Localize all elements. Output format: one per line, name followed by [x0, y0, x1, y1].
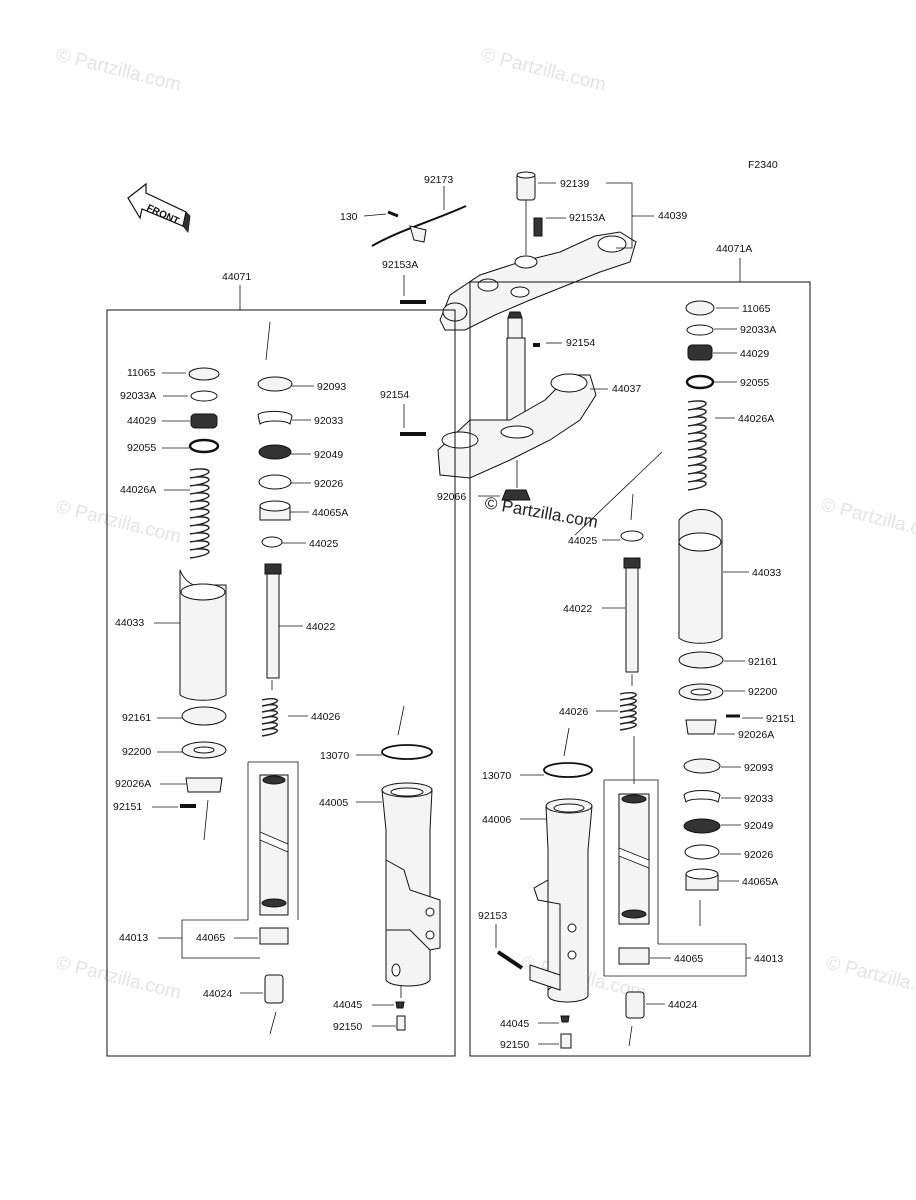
- left-callout-92150: 92150: [333, 1021, 362, 1033]
- right-callout-44013: 44013: [754, 953, 783, 965]
- right-callout-92200: 92200: [748, 686, 777, 698]
- watermark: © Partzilla.com: [54, 496, 183, 547]
- left-callout-44045: 44045: [333, 999, 362, 1011]
- right-callout-44022: 44022: [563, 603, 592, 615]
- right-callout-44029: 44029: [740, 348, 769, 360]
- left-callout-44022: 44022: [306, 621, 335, 633]
- left-callout-92093: 92093: [317, 381, 346, 393]
- right-callout-92033: 92033: [744, 793, 773, 805]
- left-callout-92161: 92161: [122, 712, 151, 724]
- right-callout-92055: 92055: [740, 377, 769, 389]
- watermarks: © Partzilla.com © Partzilla.com © Partzi…: [54, 44, 916, 1003]
- right-callout-11065: 11065: [742, 303, 771, 315]
- callout-92139: 92139: [560, 178, 589, 190]
- left-callout-44033: 44033: [115, 617, 144, 629]
- right-callout-44065: 44065: [674, 953, 703, 965]
- left-callout-44029: 44029: [127, 415, 156, 427]
- left-fork-assembly: 44071: [106, 271, 456, 1057]
- left-callout-44065: 44065: [196, 932, 225, 944]
- watermark: © Partzilla.com: [54, 44, 183, 95]
- right-callout-13070: 13070: [482, 770, 511, 782]
- left-callout-11065: 11065: [127, 367, 156, 379]
- left-callout-44024: 44024: [203, 988, 232, 1000]
- watermark: © Partzilla.com: [479, 44, 608, 95]
- right-callout-92151: 92151: [766, 713, 795, 725]
- front-arrow-icon: FRONT: [127, 182, 191, 233]
- right-callout-92026: 92026: [744, 849, 773, 861]
- left-callout-92033: 92033: [314, 415, 343, 427]
- watermark: © Partzilla.com: [824, 952, 916, 1003]
- right-fork-box: [469, 281, 811, 1057]
- watermark: © Partzilla.com: [54, 952, 183, 1003]
- left-callout-92200: 92200: [122, 746, 151, 758]
- upper-triple-clamp: [439, 171, 637, 331]
- callout-92154-right: 92154: [566, 337, 595, 349]
- left-callout-92151: 92151: [113, 801, 142, 813]
- left-callout-44005: 44005: [319, 797, 348, 809]
- callout-44039: 44039: [658, 210, 687, 222]
- left-callout-13070: 13070: [320, 750, 349, 762]
- right-callout-44006: 44006: [482, 814, 511, 826]
- callout-130: 130: [340, 211, 358, 223]
- callout-92154-left: 92154: [380, 389, 409, 401]
- right-callout-44033: 44033: [752, 567, 781, 579]
- left-fork-box-label: 44071: [222, 271, 251, 283]
- right-callout-44026: 44026: [559, 706, 588, 718]
- right-callout-92153: 92153: [478, 910, 507, 922]
- diagram-code: F2340: [748, 159, 778, 171]
- right-fork-box-label: 44071A: [716, 243, 752, 255]
- callout-44037: 44037: [612, 383, 641, 395]
- callout-92066: 92066: [437, 491, 466, 503]
- right-callout-92150: 92150: [500, 1039, 529, 1051]
- left-callout-92033A: 92033A: [120, 390, 156, 402]
- callout-92153A-left: 92153A: [382, 259, 418, 271]
- left-callout-44026: 44026: [311, 711, 340, 723]
- callout-92173: 92173: [424, 174, 453, 186]
- callout-92153A-right: 92153A: [569, 212, 605, 224]
- top-callouts: 92173 130 92139 92153A 44039 92153A 9215…: [340, 174, 687, 503]
- right-callout-44025: 44025: [568, 535, 597, 547]
- right-callout-44024: 44024: [668, 999, 697, 1011]
- cable-guide: [371, 205, 467, 247]
- left-callout-44025: 44025: [309, 538, 338, 550]
- left-callout-92049: 92049: [314, 449, 343, 461]
- watermark-dark: © Partzilla.com: [483, 493, 599, 532]
- left-callout-44026A: 44026A: [120, 484, 156, 496]
- right-fork-assembly: 44071A: [469, 243, 811, 1057]
- right-callout-92093: 92093: [744, 762, 773, 774]
- left-fork-box: [106, 309, 456, 1057]
- right-callout-92026A: 92026A: [738, 729, 774, 741]
- lower-triple-clamp: [400, 373, 597, 501]
- left-callout-92026: 92026: [314, 478, 343, 490]
- left-callout-92055: 92055: [127, 442, 156, 454]
- left-callout-44013: 44013: [119, 932, 148, 944]
- right-callout-92049: 92049: [744, 820, 773, 832]
- left-callout-92026A: 92026A: [115, 778, 151, 790]
- watermark: © Partzilla.com: [819, 494, 916, 545]
- right-callout-44045: 44045: [500, 1018, 529, 1030]
- right-callout-44065A: 44065A: [742, 876, 778, 888]
- left-callout-44065A: 44065A: [312, 507, 348, 519]
- right-callout-92033A: 92033A: [740, 324, 776, 336]
- right-callout-44026A: 44026A: [738, 413, 774, 425]
- right-callout-92161: 92161: [748, 656, 777, 668]
